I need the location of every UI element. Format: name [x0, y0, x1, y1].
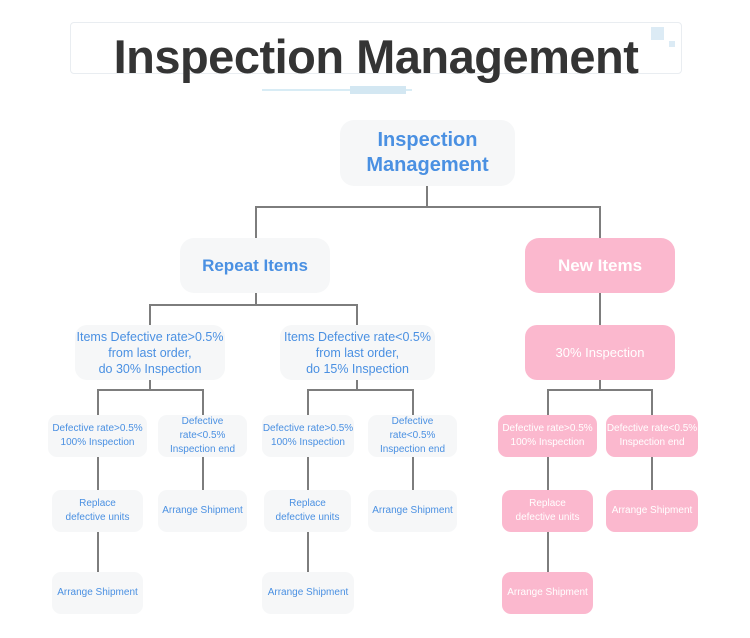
node-new-final-shipment[interactable]: Arrange Shipment — [502, 572, 593, 614]
connector-l3p-down — [599, 380, 601, 390]
title-frame — [70, 22, 682, 74]
connector-root-down — [426, 186, 428, 207]
connector-l5c-l6b — [307, 532, 309, 573]
connector-l4e-l5e — [547, 457, 549, 491]
node-new-arrange-shipment[interactable]: Arrange Shipment — [606, 490, 698, 532]
connector-repeat-right — [356, 304, 358, 326]
connector-l3p-right — [651, 389, 653, 416]
node-repeat-a-defect-above[interactable]: Defective rate>0.5% 100% Inspection — [48, 415, 147, 457]
node-new-defect-below[interactable]: Defective rate<0.5% Inspection end — [606, 415, 698, 457]
connector-l5e-l6c — [547, 532, 549, 573]
connector-l4d-l5d — [412, 457, 414, 491]
node-new-items[interactable]: New Items — [525, 238, 675, 293]
connector-level2-bus — [255, 206, 601, 208]
connector-l5a-l6a — [97, 532, 99, 573]
node-repeat-low-defect-rule[interactable]: Items Defective rate<0.5% from last orde… — [280, 325, 435, 380]
connector-l4c-l5c — [307, 457, 309, 491]
connector-to-new-items — [599, 206, 601, 239]
page-title: Inspection Management — [113, 30, 639, 83]
node-repeat-b-defect-above[interactable]: Defective rate>0.5% 100% Inspection — [262, 415, 354, 457]
node-new-defect-above[interactable]: Defective rate>0.5% 100% Inspection — [498, 415, 597, 457]
node-repeat-b-defect-below[interactable]: Defective rate<0.5% Inspection end — [368, 415, 457, 457]
node-repeat-b-arrange-shipment[interactable]: Arrange Shipment — [368, 490, 457, 532]
connector-l4f-l5f — [651, 457, 653, 491]
node-repeat-a-final-shipment[interactable]: Arrange Shipment — [52, 572, 143, 614]
title-underline-thin — [262, 89, 412, 91]
node-repeat-high-defect-rule[interactable]: Items Defective rate>0.5% from last orde… — [75, 325, 225, 380]
connector-repeat-down — [255, 293, 257, 305]
connector-l3p-bus — [547, 389, 652, 391]
connector-l3a-bus — [97, 389, 203, 391]
connector-l3a-right — [202, 389, 204, 416]
connector-l3p-left — [547, 389, 549, 416]
connector-l3b-down — [356, 380, 358, 390]
node-repeat-b-final-shipment[interactable]: Arrange Shipment — [262, 572, 354, 614]
connector-l3a-left — [97, 389, 99, 416]
connector-repeat-left — [149, 304, 151, 326]
connector-l4a-l5a — [97, 457, 99, 491]
connector-new-items-down — [599, 293, 601, 326]
node-new-replace-units[interactable]: Replace defective units — [502, 490, 593, 532]
node-repeat-a-replace-units[interactable]: Replace defective units — [52, 490, 143, 532]
node-repeat-a-defect-below[interactable]: Defective rate<0.5% Inspection end — [158, 415, 247, 457]
connector-l3a-down — [149, 380, 151, 390]
node-inspection-management-root[interactable]: Inspection Management — [340, 120, 515, 186]
connector-to-repeat-items — [255, 206, 257, 239]
node-repeat-a-arrange-shipment[interactable]: Arrange Shipment — [158, 490, 247, 532]
connector-l3b-left — [307, 389, 309, 416]
decorative-square-small-icon — [669, 41, 675, 47]
node-new-30-percent-inspection[interactable]: 30% Inspection — [525, 325, 675, 380]
title-underline-thick — [350, 86, 406, 94]
connector-repeat-bus — [149, 304, 358, 306]
connector-l4b-l5b — [202, 457, 204, 491]
decorative-square-large-icon — [651, 27, 664, 40]
node-repeat-items[interactable]: Repeat Items — [180, 238, 330, 293]
node-repeat-b-replace-units[interactable]: Replace defective units — [264, 490, 351, 532]
connector-l3b-bus — [307, 389, 413, 391]
connector-l3b-right — [412, 389, 414, 416]
